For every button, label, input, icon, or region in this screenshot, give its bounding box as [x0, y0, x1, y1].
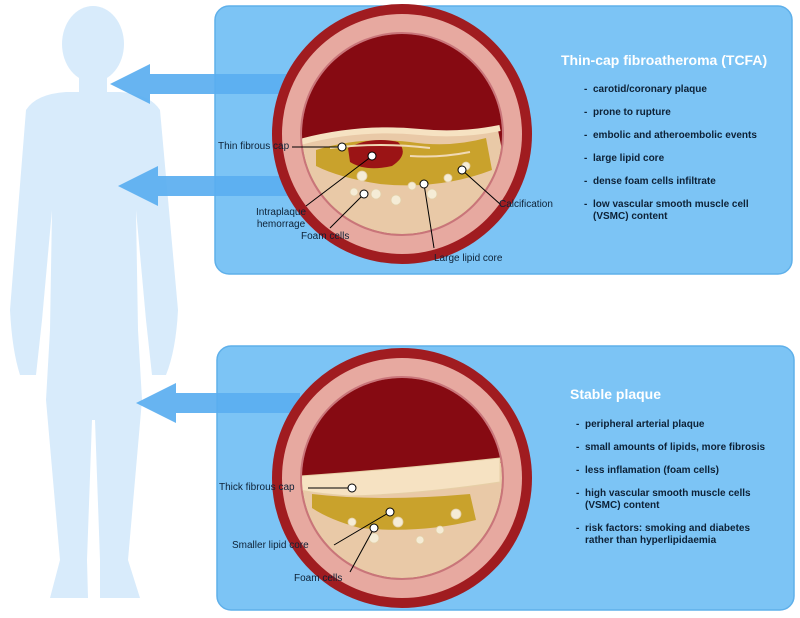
arrow-left-icon — [136, 383, 300, 423]
callout-marker-icon — [419, 179, 429, 189]
list-item: -small amounts of lipids, more fibrosis — [576, 442, 766, 453]
stable-artery-cross-section-icon — [272, 348, 532, 608]
thin-fibrous-cap-label: Thin fibrous cap — [218, 141, 290, 152]
callout-marker-icon — [347, 483, 357, 493]
human-silhouette-icon — [10, 6, 178, 598]
callout-line — [329, 193, 365, 229]
callout-line — [423, 183, 435, 249]
callout-line — [461, 169, 501, 205]
list-item: -risk factors: smoking and diabetes rath… — [576, 523, 751, 546]
stable-foam-cells-label: Foam cells — [294, 573, 343, 584]
list-item: -prone to rupture — [584, 107, 671, 118]
list-item: -large lipid core — [584, 153, 665, 164]
list-item: -low vascular smooth muscle cell (VSMC) … — [584, 199, 749, 222]
callout-marker-icon — [359, 189, 369, 199]
stable-bullet-list: -peripheral arterial plaque -small amoun… — [576, 419, 780, 558]
callout-line — [349, 527, 375, 573]
foam-cells-label: Foam cells — [301, 231, 350, 242]
callout-line — [333, 511, 391, 546]
callout-line — [305, 155, 373, 207]
callout-marker-icon — [337, 142, 347, 152]
tcfa-artery-cross-section-icon — [272, 4, 532, 264]
arrow-left-icon — [110, 64, 300, 104]
foam-cells-icon — [347, 508, 462, 545]
list-item: -less inflamation (foam cells) — [576, 465, 719, 476]
list-item: -peripheral arterial plaque — [576, 419, 705, 430]
smaller-lipid-core-label: Smaller lipid core — [232, 540, 309, 551]
tcfa-title: Thin-cap fibroatheroma (TCFA) — [561, 52, 768, 68]
tcfa-bullet-list: -carotid/coronary plaque -prone to ruptu… — [584, 84, 780, 234]
calcification-label: Calcification — [499, 199, 553, 210]
arrow-left-icon — [118, 166, 300, 206]
list-item: -embolic and atheroembolic events — [584, 130, 757, 141]
callout-marker-icon — [457, 165, 467, 175]
callout-marker-icon — [369, 523, 379, 533]
list-item: -high vascular smooth muscle cells (VSMC… — [576, 488, 751, 511]
list-item: -carotid/coronary plaque — [584, 84, 707, 95]
intraplaque-hemorrhage-label: Intraplaque hemorrage — [255, 207, 307, 230]
thick-fibrous-cap-label: Thick fibrous cap — [219, 482, 295, 493]
list-item: -dense foam cells infiltrate — [584, 176, 716, 187]
large-lipid-core-label: Large lipid core — [434, 253, 503, 264]
callout-marker-icon — [367, 151, 377, 161]
stable-title: Stable plaque — [570, 386, 662, 402]
callout-marker-icon — [385, 507, 395, 517]
